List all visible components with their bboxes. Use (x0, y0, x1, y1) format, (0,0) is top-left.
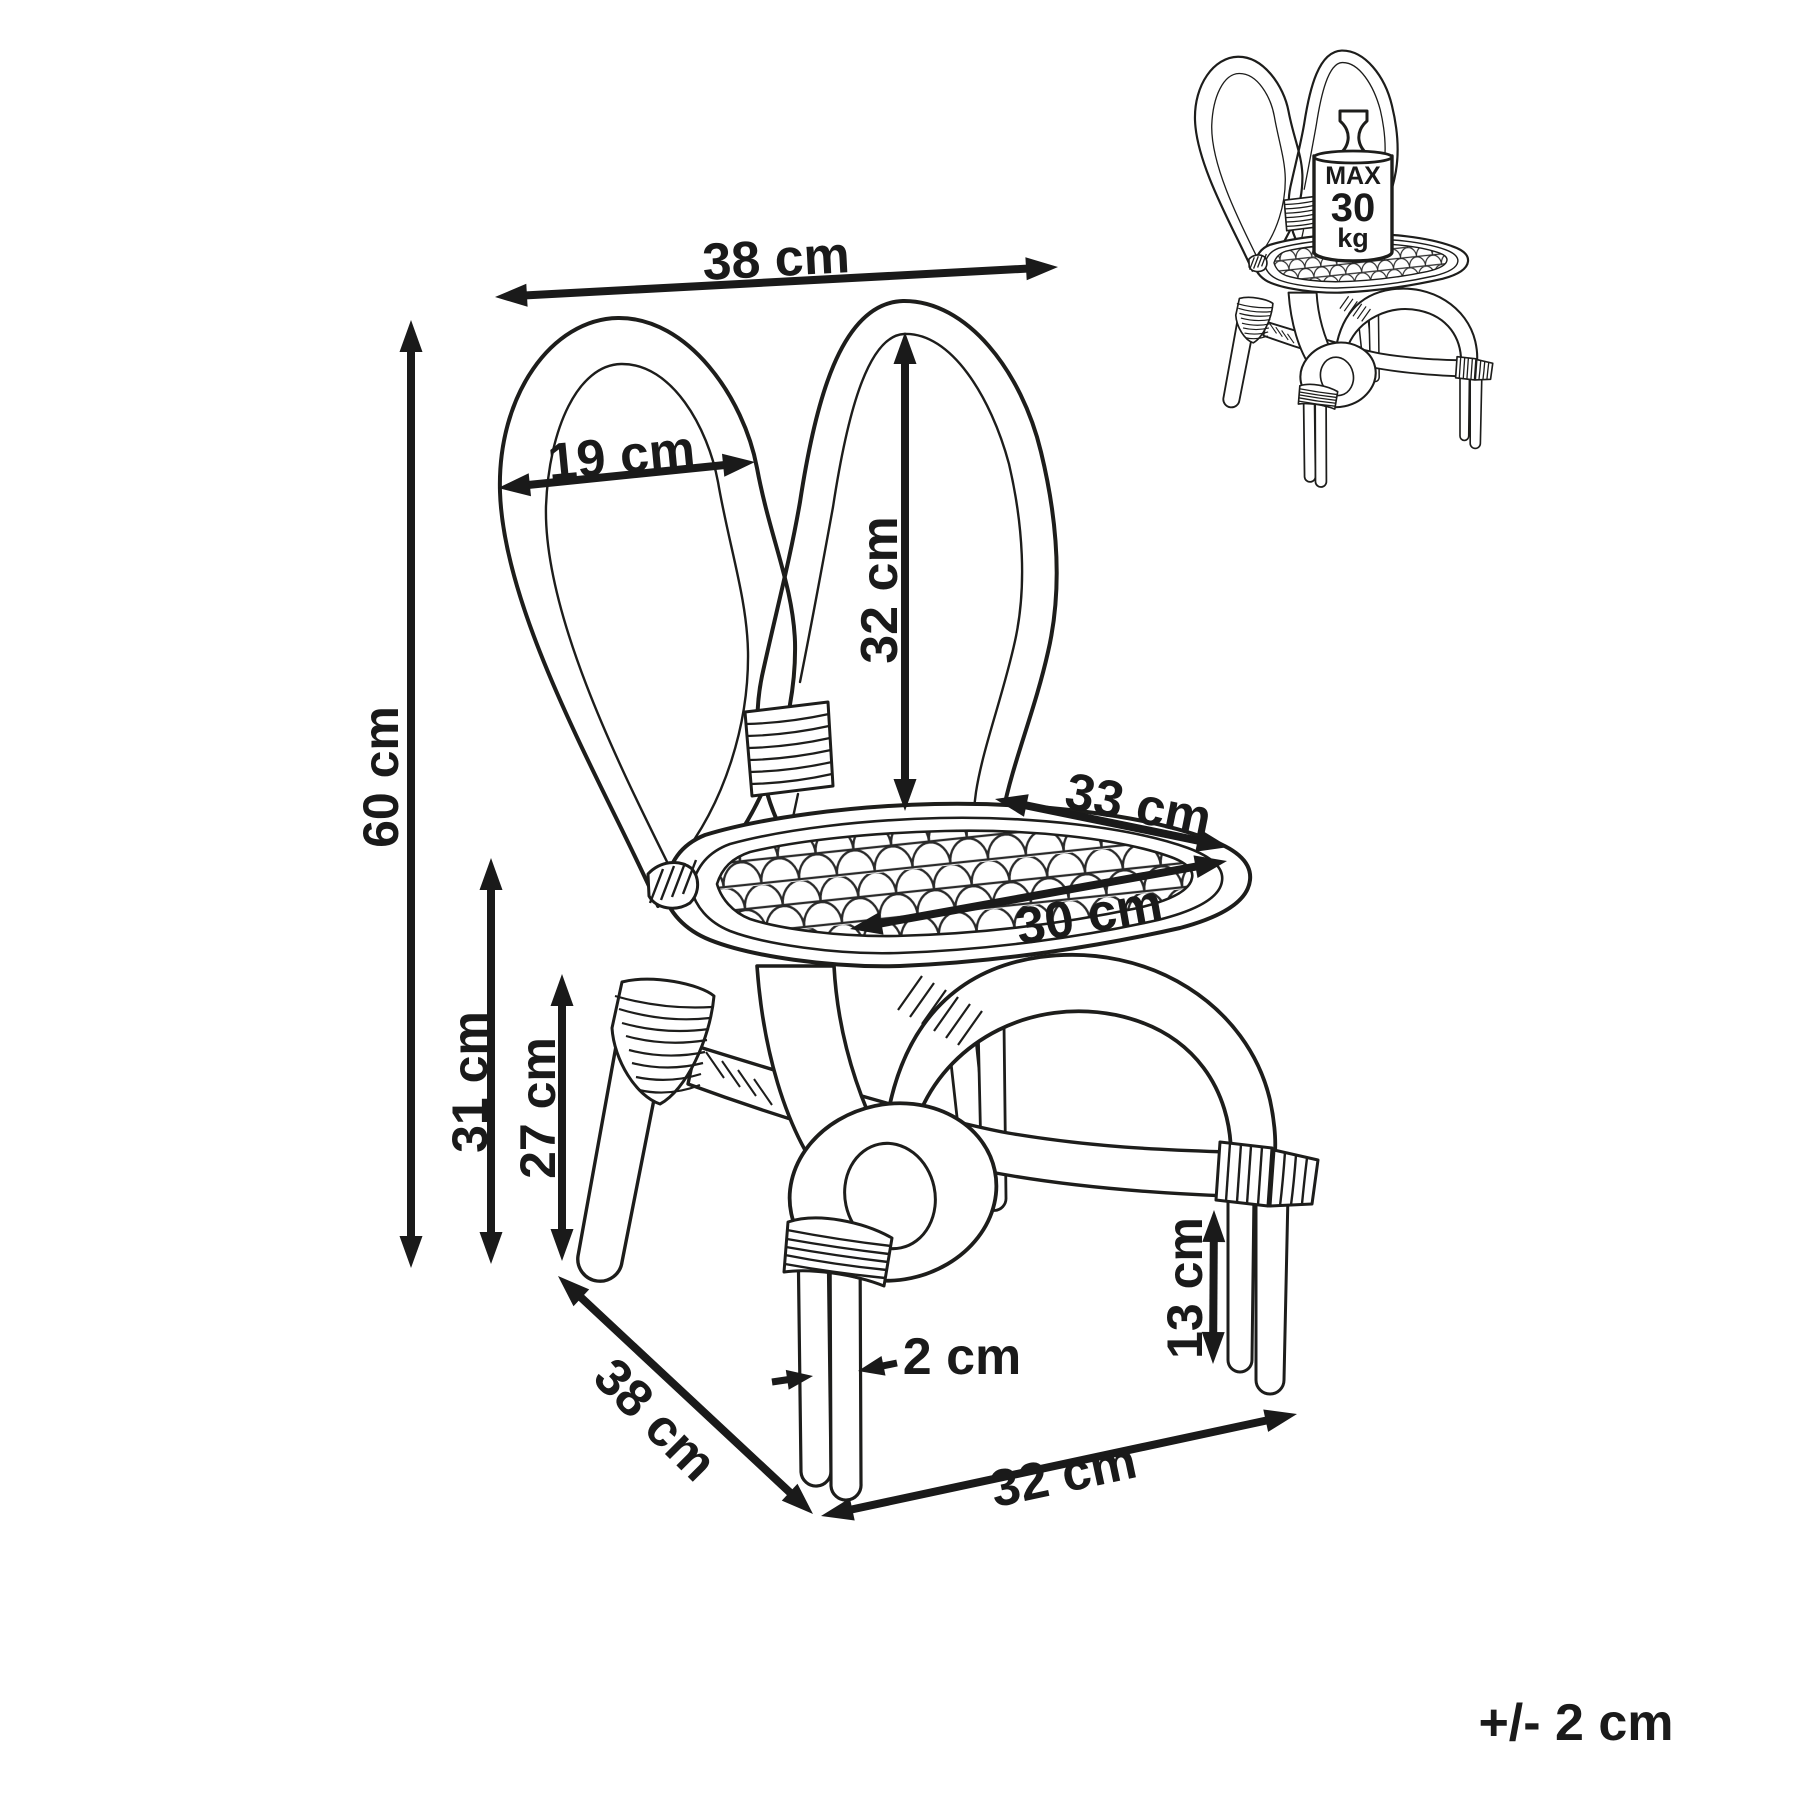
svg-text:+/- 2 cm: +/- 2 cm (1478, 1694, 1673, 1752)
svg-text:32 cm: 32 cm (851, 516, 909, 663)
svg-text:31 cm: 31 cm (442, 1011, 498, 1153)
svg-text:38 cm: 38 cm (701, 226, 851, 292)
svg-text:2 cm: 2 cm (903, 1328, 1022, 1386)
svg-text:60 cm: 60 cm (353, 706, 409, 848)
svg-text:30: 30 (1331, 186, 1376, 230)
svg-text:MAX: MAX (1325, 162, 1381, 190)
svg-text:kg: kg (1337, 223, 1369, 253)
svg-text:27 cm: 27 cm (510, 1037, 566, 1179)
svg-text:13 cm: 13 cm (1157, 1217, 1213, 1359)
svg-text:19 cm: 19 cm (545, 420, 697, 492)
